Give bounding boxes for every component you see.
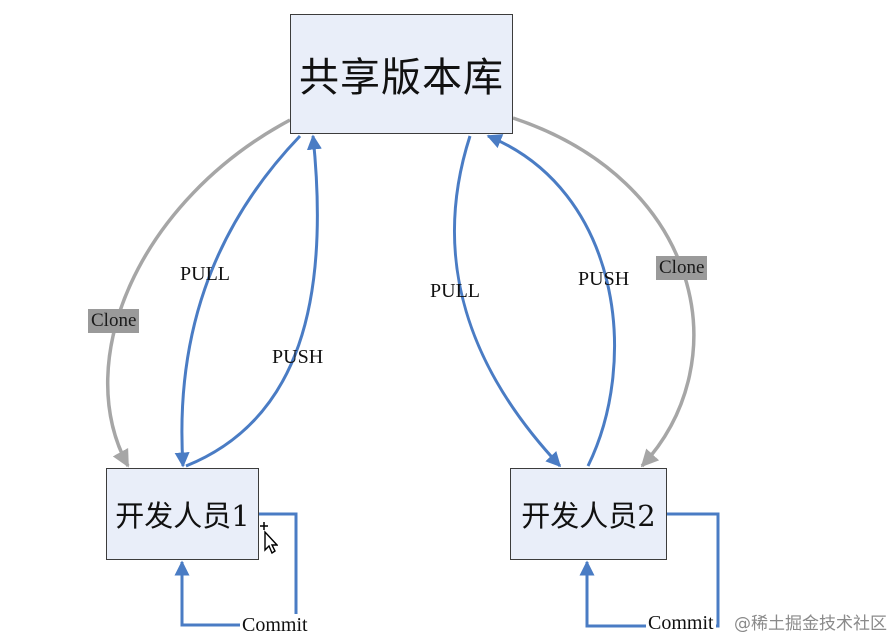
- shared-repo-node: 共享版本库: [290, 14, 513, 134]
- commit-label-right: Commit: [646, 612, 716, 635]
- pull-label-left: PULL: [180, 263, 230, 285]
- watermark: @稀土掘金技术社区: [734, 614, 887, 634]
- clone-arrow-left: [105, 118, 291, 468]
- push-label-left: PUSH: [272, 346, 324, 368]
- clone-label-left: Clone: [88, 309, 140, 333]
- push-arrow-left: [185, 134, 322, 468]
- developer2-node: 开发人员2: [510, 468, 667, 560]
- developer1-label: 开发人员1: [115, 499, 250, 533]
- developer1-node: 开发人员1: [106, 468, 259, 560]
- shared-repo-label: 共享版本库: [299, 55, 504, 101]
- pull-arrow-right: [453, 135, 562, 468]
- clone-arrow-right: [512, 116, 696, 468]
- pull-arrow-left: [174, 134, 302, 468]
- clone-label-right: Clone: [656, 256, 708, 280]
- push-label-right: PUSH: [578, 268, 630, 290]
- pull-label-right: PULL: [430, 280, 480, 302]
- push-arrow-right: [486, 134, 617, 467]
- commit-label-left: Commit: [240, 614, 310, 637]
- mouse-cursor-icon: [260, 522, 278, 554]
- commit-loop-right: [579, 512, 720, 628]
- developer2-label: 开发人员2: [521, 499, 656, 533]
